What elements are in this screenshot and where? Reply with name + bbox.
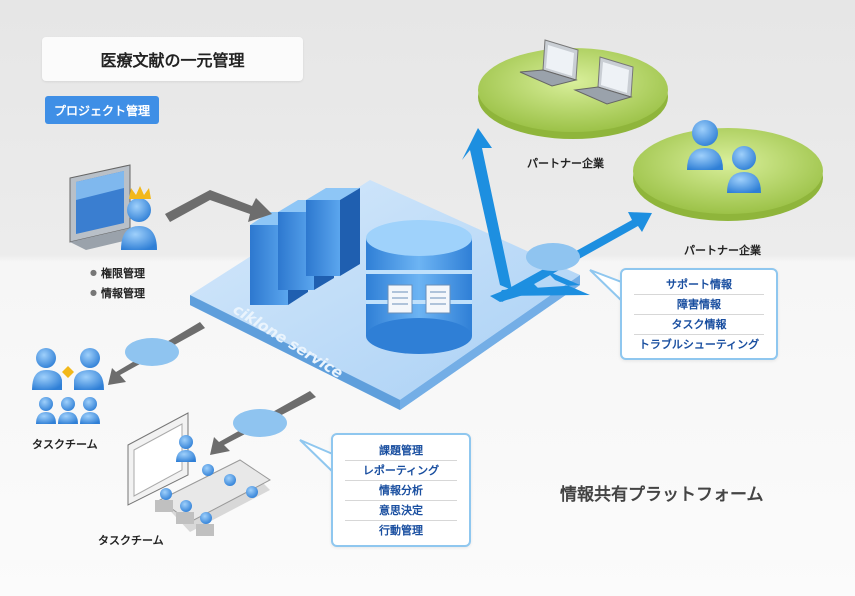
laptop-icon [519, 39, 579, 87]
team-handshake-icon [32, 348, 104, 390]
project-management-badge: プロジェクト管理 [45, 96, 159, 124]
panel-item: レポーティング [345, 461, 457, 481]
callout-ellipse [125, 338, 179, 366]
partner-info-panel: サポート情報 障害情報 タスク情報 トラブルシューティング [620, 268, 778, 360]
admin-person-icon [121, 198, 157, 250]
callout-ellipse [233, 409, 287, 437]
database-icon [366, 220, 472, 354]
panel-item: 情報分析 [345, 481, 457, 501]
callout-tail [299, 439, 336, 477]
person-icon [687, 120, 723, 170]
arrow-admin-to-server [165, 190, 272, 222]
bullet-item: 権限管理 [90, 263, 145, 283]
meeting-room-icon [127, 412, 271, 536]
page-title: 医療文献の一元管理 [42, 37, 303, 81]
admin-bullet-list: 権限管理 情報管理 [90, 263, 145, 303]
team-info-panel: 課題管理 レポーティング 情報分析 意思決定 行動管理 [331, 433, 471, 547]
partner-label-1: パートナー企業 [527, 157, 604, 170]
person-icon [727, 146, 761, 193]
panel-item: 意思決定 [345, 501, 457, 521]
panel-item: トラブルシューティング [638, 338, 760, 351]
panel-item: タスク情報 [634, 315, 764, 335]
panel-item: 障害情報 [634, 295, 764, 315]
callout-tail [589, 269, 625, 306]
team-label-1: タスクチーム [32, 438, 98, 451]
server-rack-icon [250, 188, 360, 305]
panel-item: サポート情報 [634, 275, 764, 295]
partner-label-2: パートナー企業 [684, 244, 761, 257]
panel-item: 行動管理 [379, 524, 423, 537]
platform-caption: 情報共有プラットフォーム [560, 485, 764, 505]
crown-icon [129, 186, 151, 199]
laptop-icon [573, 56, 634, 105]
bullet-item: 情報管理 [90, 283, 145, 303]
team-label-2: タスクチーム [98, 534, 164, 547]
team-members-icon [36, 397, 100, 424]
callout-ellipse [526, 243, 580, 271]
partner-disc-2 [633, 128, 823, 221]
panel-item: 課題管理 [345, 441, 457, 461]
